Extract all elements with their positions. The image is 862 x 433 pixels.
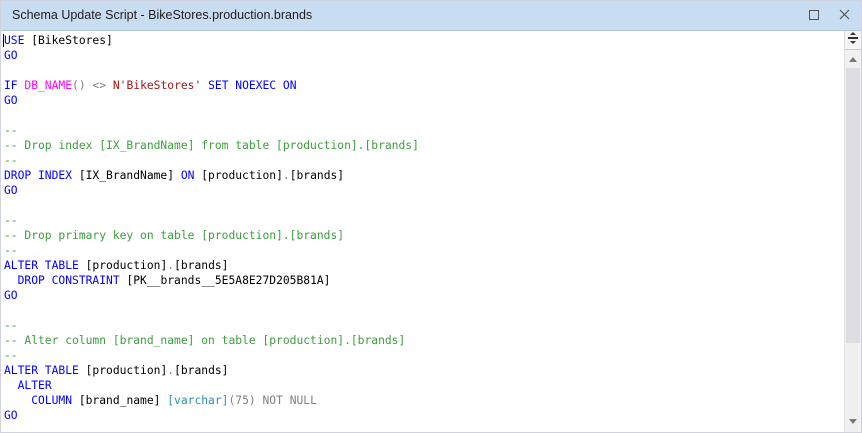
code-line: ALTER TABLE [production].[brands]	[4, 258, 419, 273]
code-line	[4, 303, 419, 318]
code-line: --	[4, 153, 419, 168]
code-token: --	[4, 214, 18, 227]
code-token: [brand_name]	[72, 394, 168, 407]
code-token: GO	[4, 289, 18, 302]
code-token: IF	[4, 79, 25, 92]
code-token: NOT NULL	[262, 394, 317, 407]
window-title: Schema Update Script - BikeStores.produc…	[12, 8, 313, 22]
vertical-scrollbar[interactable]	[844, 31, 861, 432]
code-token: COLUMN	[31, 394, 73, 407]
code-line	[4, 63, 419, 78]
code-token: [BikeStores]	[24, 34, 113, 47]
code-token	[106, 79, 113, 92]
code-line: GO	[4, 408, 419, 423]
code-token: [IX_BrandName]	[72, 169, 181, 182]
code-line: DROP INDEX [IX_BrandName] ON [production…	[4, 168, 419, 183]
code-token: GO	[4, 49, 18, 62]
code-token: DB_NAME	[24, 79, 73, 92]
code-token	[256, 394, 263, 407]
code-token: ALTER	[17, 379, 52, 392]
code-token: DROP CONSTRAINT	[17, 274, 120, 287]
scrollbar-thumb[interactable]	[846, 68, 860, 343]
code-token: [production]	[78, 259, 168, 272]
code-line: GO	[4, 288, 419, 303]
code-token	[4, 379, 18, 392]
code-line: ALTER	[4, 378, 419, 393]
code-token: --	[4, 154, 18, 167]
code-line: -- Drop primary key on table [production…	[4, 228, 419, 243]
code-token	[4, 274, 18, 287]
code-line: --	[4, 318, 419, 333]
code-line: GO	[4, 183, 419, 198]
code-token: --	[4, 124, 18, 137]
code-token: -- Drop index [IX_BrandName] from table …	[4, 139, 419, 152]
code-line: IF DB_NAME() <> N'BikeStores' SET NOEXEC…	[4, 78, 419, 93]
code-token: [brands]	[174, 259, 229, 272]
code-token: GO	[4, 184, 18, 197]
code-line	[4, 108, 419, 123]
split-window-button[interactable]	[845, 31, 861, 50]
code-token: <>	[92, 79, 107, 92]
scroll-down-arrow-icon	[849, 411, 857, 429]
code-token: -- Drop primary key on table [production…	[4, 229, 345, 242]
code-token: .	[167, 364, 175, 377]
text-caret	[3, 34, 4, 47]
code-line: ALTER TABLE [production].[brands]	[4, 363, 419, 378]
scroll-up-arrow-icon	[849, 49, 857, 67]
code-token: ALTER TABLE	[4, 364, 79, 377]
split-window-icon	[848, 31, 858, 49]
code-line	[4, 198, 419, 213]
maximize-button[interactable]	[804, 6, 824, 26]
code-line: -- Drop index [IX_BrandName] from table …	[4, 138, 419, 153]
code-token: .	[282, 169, 290, 182]
code-line: -- Alter column [brand_name] on table [p…	[4, 333, 419, 348]
code-line: GO	[4, 93, 419, 108]
code-token: (75)	[228, 394, 256, 407]
code-token: [production]	[194, 169, 283, 182]
code-token: [brands]	[174, 364, 229, 377]
code-token: [production]	[78, 364, 168, 377]
code-token: USE	[4, 34, 25, 47]
code-line: GO	[4, 48, 419, 63]
code-token: --	[4, 349, 18, 362]
close-button[interactable]	[834, 6, 854, 26]
code-line: --	[4, 123, 419, 138]
code-token: DROP INDEX	[4, 169, 73, 182]
code-token: [brands]	[289, 169, 345, 182]
code-token: ()	[72, 79, 86, 92]
code-token: ALTER TABLE	[4, 259, 79, 272]
scroll-up-button[interactable]	[845, 50, 861, 66]
code-token: SET NOEXEC ON	[208, 79, 297, 92]
code-token: --	[4, 319, 18, 332]
sql-script-editor[interactable]: USE [BikeStores]GO IF DB_NAME() <> N'Bik…	[1, 31, 844, 432]
code-token	[4, 394, 31, 407]
code-line: --	[4, 213, 419, 228]
code-token: -- Alter column [brand_name] on table [p…	[4, 334, 406, 347]
code-token: GO	[4, 94, 18, 107]
code-token: ON	[180, 169, 195, 182]
code-line: DROP CONSTRAINT [PK__brands__5E5A8E27D20…	[4, 273, 419, 288]
sql-code: USE [BikeStores]GO IF DB_NAME() <> N'Bik…	[4, 33, 419, 423]
code-line: COLUMN [brand_name] [varchar](75) NOT NU…	[4, 393, 419, 408]
close-icon	[839, 7, 850, 25]
code-token: .	[167, 259, 175, 272]
code-line: --	[4, 348, 419, 363]
scroll-down-button[interactable]	[845, 412, 861, 428]
maximize-icon	[809, 7, 819, 25]
code-token: N'BikeStores'	[112, 79, 202, 92]
code-token: [PK__brands__5E5A8E27D205B81A]	[119, 274, 331, 287]
title-bar[interactable]: Schema Update Script - BikeStores.produc…	[1, 1, 861, 31]
code-line: --	[4, 243, 419, 258]
code-token: --	[4, 244, 18, 257]
code-line: USE [BikeStores]	[4, 33, 419, 48]
code-token: GO	[4, 409, 18, 422]
code-token: [varchar]	[167, 394, 229, 407]
